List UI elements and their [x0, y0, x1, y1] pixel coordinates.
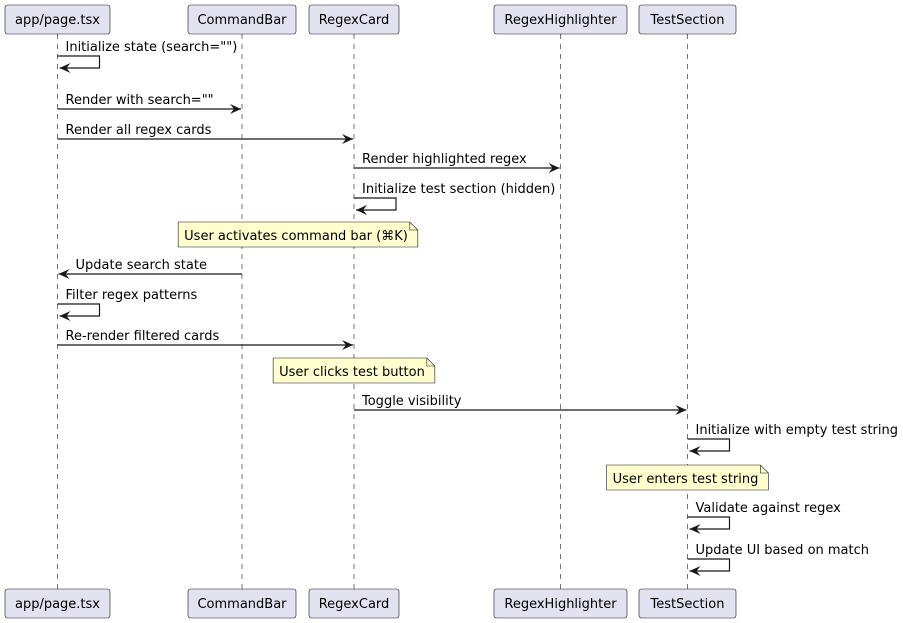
message-arrow: Render highlighted regex — [354, 152, 560, 173]
message-arrow: Initialize test section (hidden) — [354, 182, 555, 215]
participant-box — [638, 588, 737, 619]
message-arrow: Filter regex patterns — [57, 288, 198, 321]
message-arrow: Update UI based on match — [687, 543, 870, 576]
note-fold — [426, 358, 435, 367]
note: User activates command bar (⌘K) — [177, 221, 419, 248]
message-label: Filter regex patterns — [66, 288, 198, 303]
participant-label: TestSection — [650, 597, 725, 612]
participant-label: app/page.tsx — [15, 597, 100, 612]
participant-box — [4, 4, 111, 35]
message-arrow: Re-render filtered cards — [57, 329, 353, 350]
participant-label: RegexHighlighter — [504, 597, 617, 612]
message-label: Update search state — [76, 258, 207, 273]
participant-hl-bottom: RegexHighlighter — [493, 588, 628, 619]
message-label: Initialize with empty test string — [696, 423, 899, 438]
message-arrow: Render with search="" — [57, 93, 241, 114]
message-label: Update UI based on match — [696, 543, 870, 558]
participant-box — [493, 588, 628, 619]
participant-card-top: RegexCard — [308, 4, 400, 35]
message-line — [687, 516, 731, 534]
participant-box — [638, 4, 737, 35]
note: User clicks test button — [272, 357, 436, 384]
message-arrow: Update search state — [58, 258, 242, 279]
participant-box — [308, 588, 400, 619]
participant-test-bottom: TestSection — [638, 588, 737, 619]
participant-box — [4, 588, 111, 619]
participant-cmd-top: CommandBar — [187, 4, 297, 35]
note-fold — [409, 222, 418, 231]
participant-label: TestSection — [650, 13, 725, 28]
message-line — [57, 303, 101, 321]
message-line — [57, 55, 101, 73]
participant-test-top: TestSection — [638, 4, 737, 35]
participant-hl-top: RegexHighlighter — [493, 4, 628, 35]
participant-label: RegexCard — [319, 597, 390, 612]
message-line — [687, 558, 731, 576]
participant-box — [187, 588, 297, 619]
participant-box — [493, 4, 628, 35]
note: User enters test string — [606, 464, 769, 491]
note-text: User activates command bar (⌘K) — [184, 229, 408, 244]
message-arrow: Validate against regex — [687, 501, 842, 534]
message-label: Render with search="" — [66, 93, 214, 108]
note-text: User enters test string — [613, 472, 759, 487]
message-label: Render highlighted regex — [362, 152, 527, 167]
participant-page-top: app/page.tsx — [4, 4, 111, 35]
message-line — [687, 438, 731, 456]
message-label: Initialize state (search="") — [66, 40, 238, 55]
participant-page-bottom: app/page.tsx — [4, 588, 111, 619]
message-label: Validate against regex — [696, 501, 842, 516]
note-box — [177, 221, 419, 248]
participant-cmd-bottom: CommandBar — [187, 588, 297, 619]
participant-label: CommandBar — [197, 597, 287, 612]
message-label: Re-render filtered cards — [66, 329, 220, 344]
note-box — [606, 464, 769, 491]
participant-label: app/page.tsx — [15, 13, 100, 28]
participant-label: CommandBar — [197, 13, 287, 28]
message-arrow: Toggle visibility — [354, 394, 687, 415]
participant-label: RegexCard — [319, 13, 390, 28]
participant-card-bottom: RegexCard — [308, 588, 400, 619]
participant-box — [187, 4, 297, 35]
note-text: User clicks test button — [279, 365, 425, 380]
message-line — [354, 197, 397, 215]
note-fold — [760, 465, 769, 474]
message-label: Initialize test section (hidden) — [362, 182, 555, 197]
message-arrow: Initialize state (search="") — [57, 40, 238, 73]
message-arrow: Initialize with empty test string — [687, 423, 899, 456]
note-box — [272, 357, 436, 384]
message-label: Render all regex cards — [66, 123, 212, 138]
participant-box — [308, 4, 400, 35]
participant-label: RegexHighlighter — [504, 13, 617, 28]
message-arrow: Render all regex cards — [57, 123, 353, 144]
message-label: Toggle visibility — [361, 394, 462, 409]
